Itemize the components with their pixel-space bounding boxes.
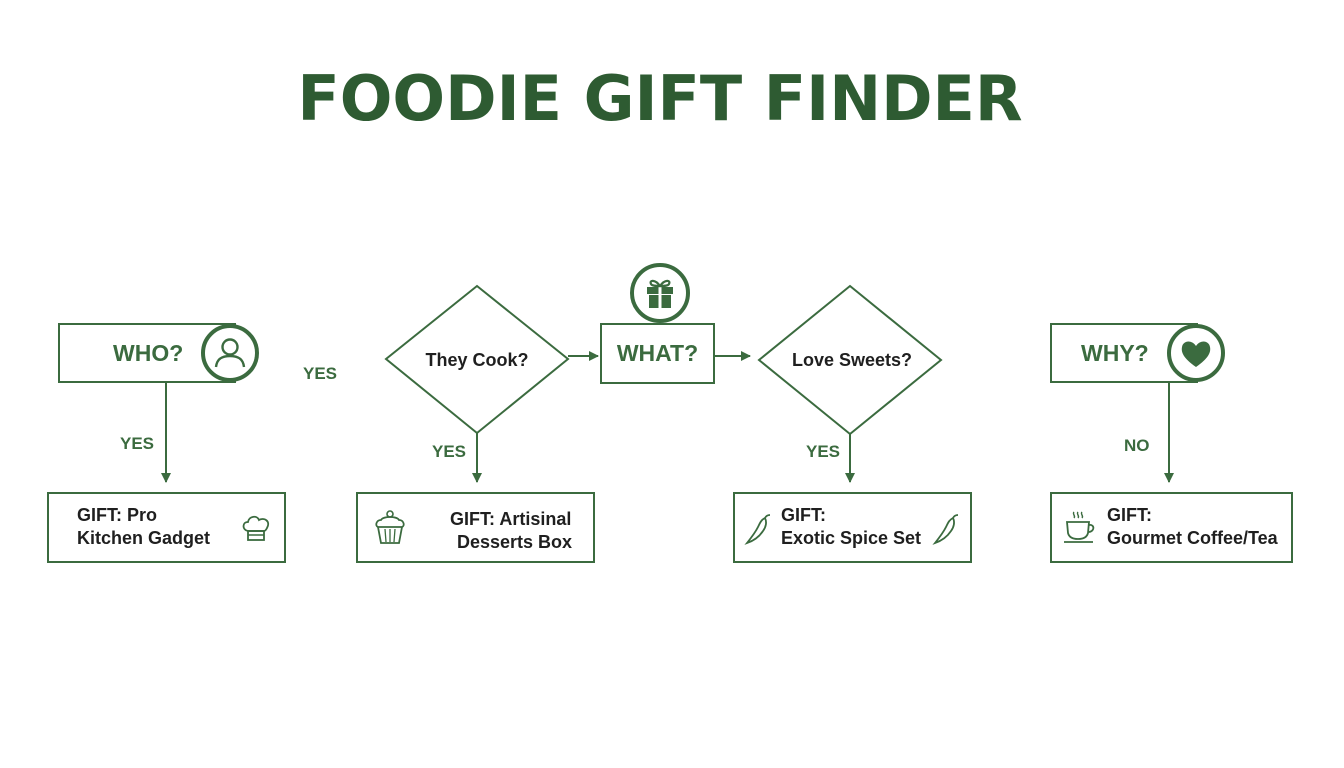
gift-spice-line1: GIFT:: [781, 505, 826, 525]
chili-pepper-icon: [744, 514, 771, 545]
gift-desserts-line2: Desserts Box: [457, 532, 573, 552]
gift-coffee-line1: GIFT:: [1107, 505, 1152, 525]
heart-icon: [1167, 324, 1225, 382]
gift-spice-line2: Exotic Spice Set: [781, 528, 922, 548]
header-why: WHY?: [1050, 323, 1198, 383]
branch-label-who-right: YES: [303, 364, 338, 383]
page-title: FOODIE GIFT FINDER: [297, 62, 1023, 135]
header-what: WHAT?: [600, 323, 715, 384]
coffee-cup-icon: [1064, 511, 1095, 543]
branch-label-sweets-down: YES: [806, 442, 841, 461]
gift-coffee-line2: Gourmet Coffee/Tea: [1107, 528, 1278, 548]
cupcake-icon: [375, 510, 405, 544]
header-why-label: WHY?: [1081, 339, 1149, 366]
gift-kitchen-line2: Kitchen Gadget: [77, 528, 211, 548]
header-who-label: WHO?: [113, 339, 184, 366]
decision-sweets-label: Love Sweets?: [791, 350, 913, 370]
branch-label-cook-down: YES: [432, 442, 467, 461]
gift-box-desserts: GIFT: Artisinal Desserts Box: [356, 492, 595, 563]
header-what-label: WHAT?: [616, 340, 699, 366]
person-icon: [201, 324, 259, 382]
decision-cook-label: They Cook?: [425, 350, 529, 370]
gift-desserts-line1: GIFT: Artisinal: [450, 509, 572, 529]
gift-icon: [630, 263, 690, 323]
branch-label-why-down: NO: [1124, 436, 1150, 455]
branch-label-who-down: YES: [120, 434, 155, 453]
chili-pepper-icon: [932, 514, 959, 545]
chef-hat-icon: [242, 515, 270, 541]
gift-box-kitchen: GIFT: Pro Kitchen Gadget: [47, 492, 286, 563]
gift-box-spice: GIFT: Exotic Spice Set: [733, 492, 972, 563]
gift-kitchen-line1: GIFT: Pro: [77, 505, 157, 525]
gift-box-coffee: GIFT: Gourmet Coffee/Tea: [1050, 492, 1293, 563]
